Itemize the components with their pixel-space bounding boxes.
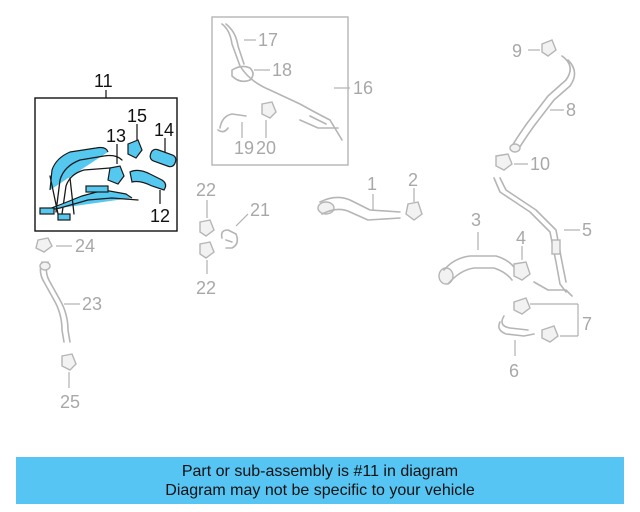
pipe-lower (61, 167, 111, 215)
part-7-clamp-top[interactable] (513, 297, 531, 315)
part-24-clip[interactable] (35, 237, 53, 253)
callout-24: 24 (75, 236, 95, 256)
pipe-mount (85, 185, 109, 193)
part-5-pipe[interactable] (493, 177, 567, 293)
callout-4: 4 (516, 228, 526, 248)
callout-18: 18 (272, 60, 292, 80)
part-7-clamp-bottom[interactable] (541, 325, 559, 343)
callout-19: 19 (234, 138, 254, 158)
part-22-clip-bottom[interactable] (199, 241, 215, 259)
part-19-hose[interactable] (217, 113, 247, 133)
callout-23: 23 (82, 294, 102, 314)
part-14-hose[interactable] (149, 148, 178, 168)
callout-9: 9 (512, 41, 522, 61)
subassembly-11-group[interactable]: 11 13 15 14 12 (34, 71, 178, 232)
callout-21-leader (235, 213, 249, 227)
callout-6: 6 (509, 361, 519, 381)
subassembly-11-box (34, 97, 178, 232)
parts-21-22-group: 22 22 21 (196, 180, 270, 298)
part-3-hose[interactable] (443, 255, 517, 285)
callout-2: 2 (408, 170, 418, 190)
parts-1-2-group: 1 2 (317, 170, 423, 221)
callout-12: 12 (150, 206, 170, 226)
part-1-hose[interactable] (319, 196, 401, 221)
callout-8: 8 (566, 100, 576, 120)
part-16-bracket (299, 115, 339, 129)
part-11-pipes (39, 146, 139, 221)
part-18-clamp[interactable] (231, 65, 254, 83)
callout-22-top: 22 (196, 180, 216, 200)
callout-10: 10 (530, 154, 550, 174)
callout-7: 7 (582, 314, 592, 334)
part-8-end (509, 143, 521, 153)
callout-20: 20 (256, 138, 276, 158)
part-17-hose[interactable] (225, 23, 245, 65)
part-15-clip[interactable] (127, 139, 143, 159)
part-2-clamp[interactable] (405, 201, 423, 221)
subassembly-16-group: 17 18 16 19 20 (211, 16, 373, 166)
part-22-clip-top[interactable] (199, 219, 215, 237)
parts-23-25-group: 24 23 25 (35, 236, 102, 412)
part-23-hose[interactable] (39, 261, 71, 343)
callout-15: 15 (127, 106, 147, 126)
parts-5-10-group: 9 8 10 5 (493, 39, 592, 297)
part-5-bracket (551, 239, 561, 255)
part-10-clip[interactable] (495, 153, 513, 171)
part-16-pipe[interactable] (221, 23, 343, 141)
part-13-clamp[interactable] (107, 165, 125, 185)
subassembly-16-box (211, 16, 349, 166)
callout-11: 11 (94, 71, 113, 91)
callout-14: 14 (154, 120, 174, 140)
callout-1: 1 (367, 174, 377, 194)
part-23-end (39, 261, 51, 271)
callout-5: 5 (582, 220, 592, 240)
callout-3: 3 (471, 210, 481, 230)
callout-17: 17 (258, 30, 278, 50)
callout-22-bottom: 22 (196, 278, 216, 298)
part-12-hose[interactable] (129, 169, 167, 191)
part-21-hose[interactable] (220, 229, 239, 249)
pipe-verticals (49, 175, 75, 215)
part-6-hose[interactable] (498, 315, 535, 337)
pipe-end-1 (39, 207, 55, 215)
info-banner: Part or sub-assembly is #11 in diagram D… (16, 457, 624, 504)
part-25-clip[interactable] (61, 353, 77, 371)
pipe-end-2 (57, 213, 71, 221)
callout-21: 21 (250, 200, 270, 220)
part-5-branch (533, 281, 573, 297)
part-8-hose[interactable] (511, 55, 576, 151)
callout-25: 25 (60, 392, 80, 412)
banner-line-1: Part or sub-assembly is #11 in diagram (181, 462, 459, 480)
callout-13: 13 (106, 126, 126, 146)
part-4-clamp[interactable] (513, 261, 531, 281)
callout-16: 16 (353, 78, 373, 98)
parts-3-4-group: 3 4 (438, 210, 531, 285)
parts-6-7-group: 7 6 (498, 297, 592, 381)
part-9-clip[interactable] (541, 39, 557, 57)
part-20-clip[interactable] (261, 101, 277, 119)
banner-line-2: Diagram may not be specific to your vehi… (165, 481, 475, 499)
